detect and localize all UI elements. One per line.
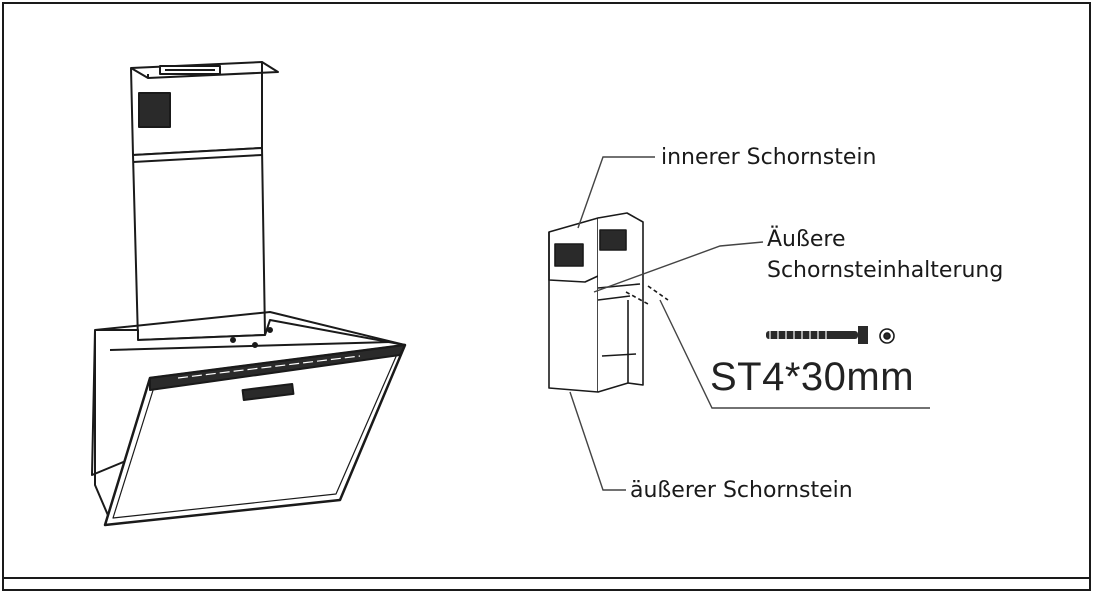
label-outer-chimney: äußerer Schornstein (630, 478, 853, 503)
inner-vent-grille (599, 229, 627, 251)
outer-vent-grille (554, 243, 584, 267)
label-outer-bracket-line1: Äußere (767, 227, 846, 252)
range-hood-illustration (91, 61, 407, 527)
chimney-detail-illustration (548, 212, 669, 393)
label-outer-bracket-line2: Schornsteinhalterung (767, 258, 1004, 283)
leader-inner-chimney (577, 156, 655, 229)
leader-outer-chimney (569, 391, 626, 491)
lower-chimney (132, 147, 266, 341)
label-screw-spec: ST4*30mm (710, 355, 915, 399)
screw-icon (766, 326, 868, 344)
hood-control-strip (149, 344, 406, 391)
inner-chimney-shape (597, 212, 644, 393)
screw-head-icon (879, 328, 895, 344)
label-inner-chimney: innerer Schornstein (661, 145, 877, 170)
upper-vent-grille (138, 92, 171, 128)
leader-screw (659, 299, 930, 409)
leader-outer-bracket (593, 241, 764, 293)
hood-display (241, 382, 295, 402)
leader-lines (569, 156, 930, 491)
